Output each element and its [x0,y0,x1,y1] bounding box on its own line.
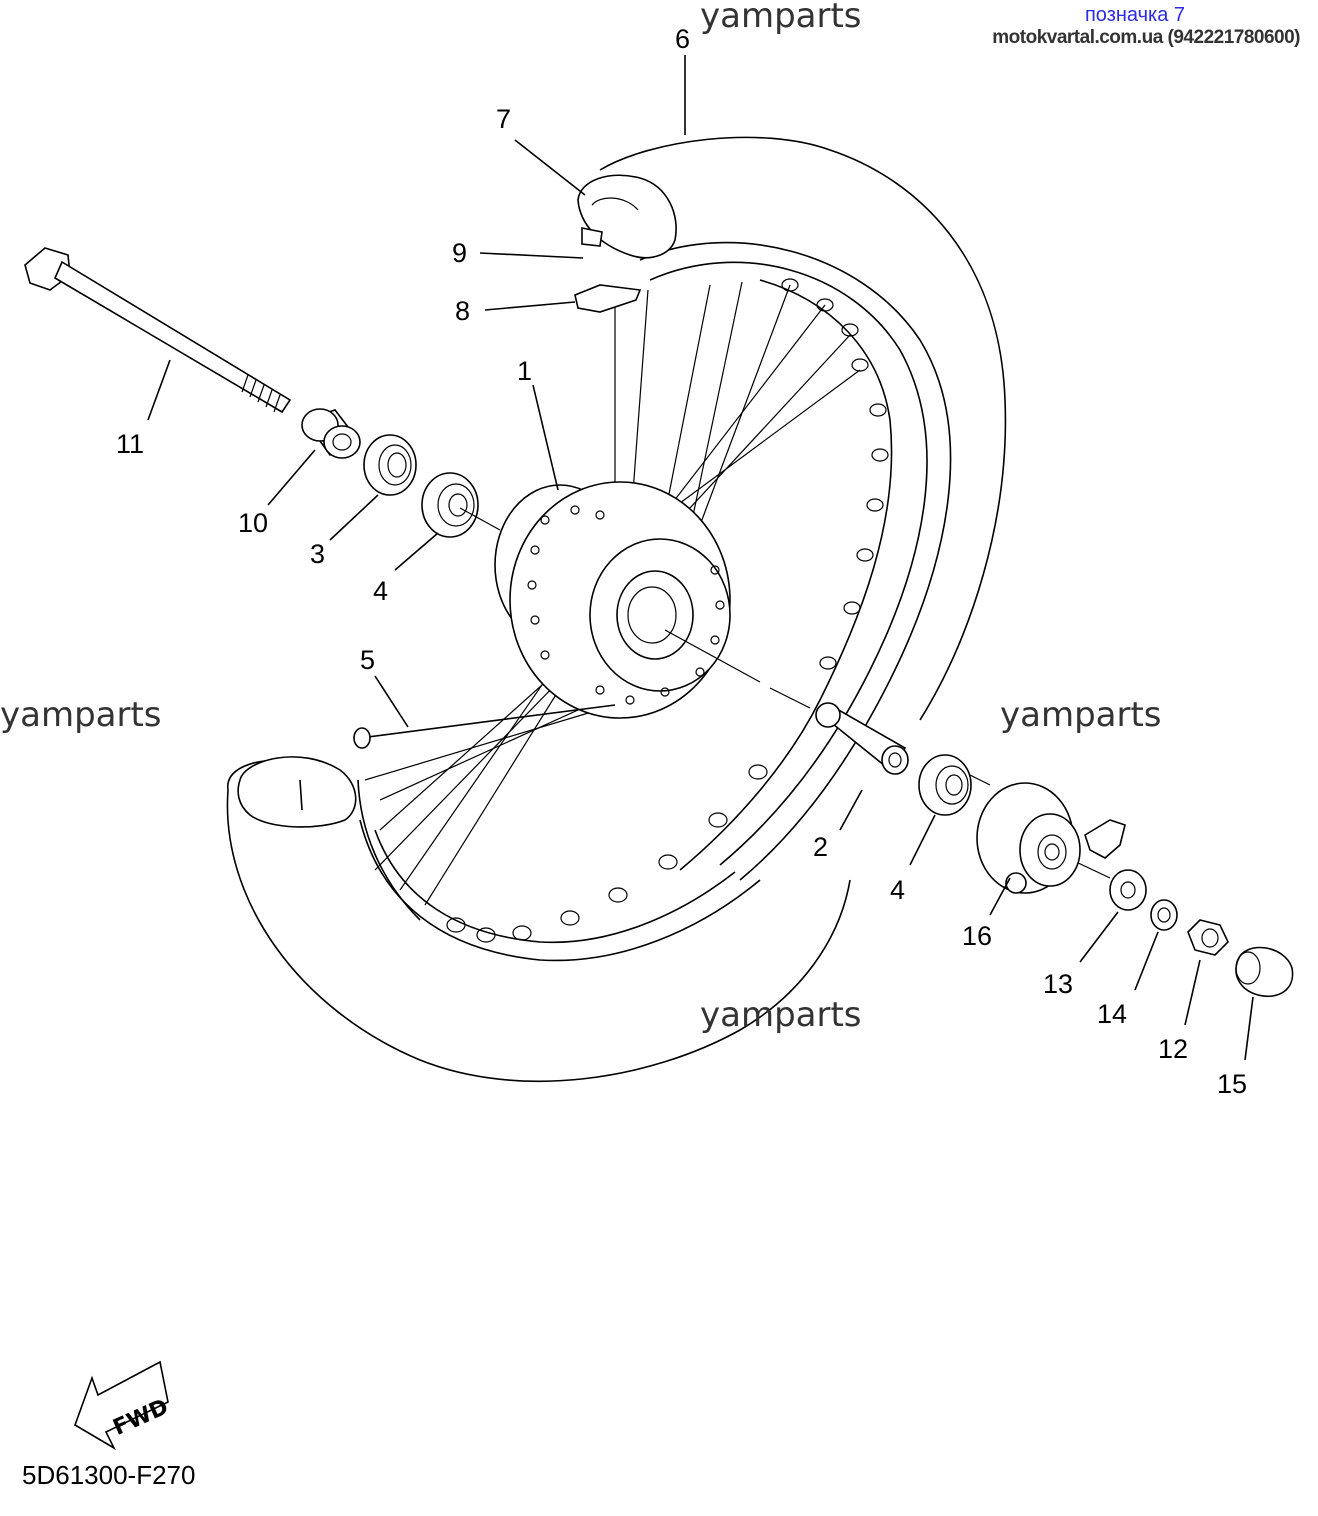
callout-7: 7 [496,104,511,134]
collar [301,408,361,459]
oil-seal [363,434,417,496]
callout-5: 5 [360,645,375,675]
washer-14 [1150,899,1178,931]
callout-16: 16 [962,921,992,951]
callout-15: 15 [1217,1069,1247,1099]
watermark-right: yamparts [1000,695,1162,735]
bookmark-link[interactable]: позначка 7 [1084,4,1186,26]
callout-2: 2 [813,832,828,862]
leader-lines [147,55,1254,1061]
callout-8: 8 [455,296,470,326]
fwd-arrow-icon: FWD [74,1360,172,1451]
callout-14: 14 [1097,999,1127,1029]
callout-10: 10 [238,508,268,538]
callout-12: 12 [1158,1034,1188,1064]
callout-4-right: 4 [890,875,905,905]
callout-9: 9 [452,238,467,268]
watermark-left: yamparts [0,695,162,735]
callout-6: 6 [675,24,690,54]
tire [226,136,1007,1083]
axis-line [459,507,1111,879]
hub [494,481,731,719]
rim [359,241,952,962]
callout-1: 1 [517,356,532,386]
callout-13: 13 [1043,969,1073,999]
callout-3: 3 [310,539,325,569]
bearing-left [421,472,479,538]
loose-spoke [353,704,616,749]
spacer [815,702,909,775]
cap-nut [1235,946,1294,997]
callout-11: 11 [116,429,144,459]
bearing-right [918,754,972,816]
watermark-top: yamparts [700,0,862,36]
washer-13 [1109,869,1147,911]
tube-valve [574,174,677,313]
axle [24,247,292,414]
callout-numbers: 1 2 3 4 4 5 6 7 8 9 10 11 12 13 14 15 16 [116,24,1247,1099]
site-info: motokvartal.com.ua (942221780600) [992,27,1300,48]
watermarks: yamparts yamparts yamparts yamparts [0,0,1162,1035]
callout-4-left: 4 [373,576,388,606]
meter-gear [976,782,1126,894]
watermark-bottom: yamparts [700,995,862,1035]
nut [1187,919,1229,956]
diagram-code: 5D61300-F270 [22,1460,196,1490]
